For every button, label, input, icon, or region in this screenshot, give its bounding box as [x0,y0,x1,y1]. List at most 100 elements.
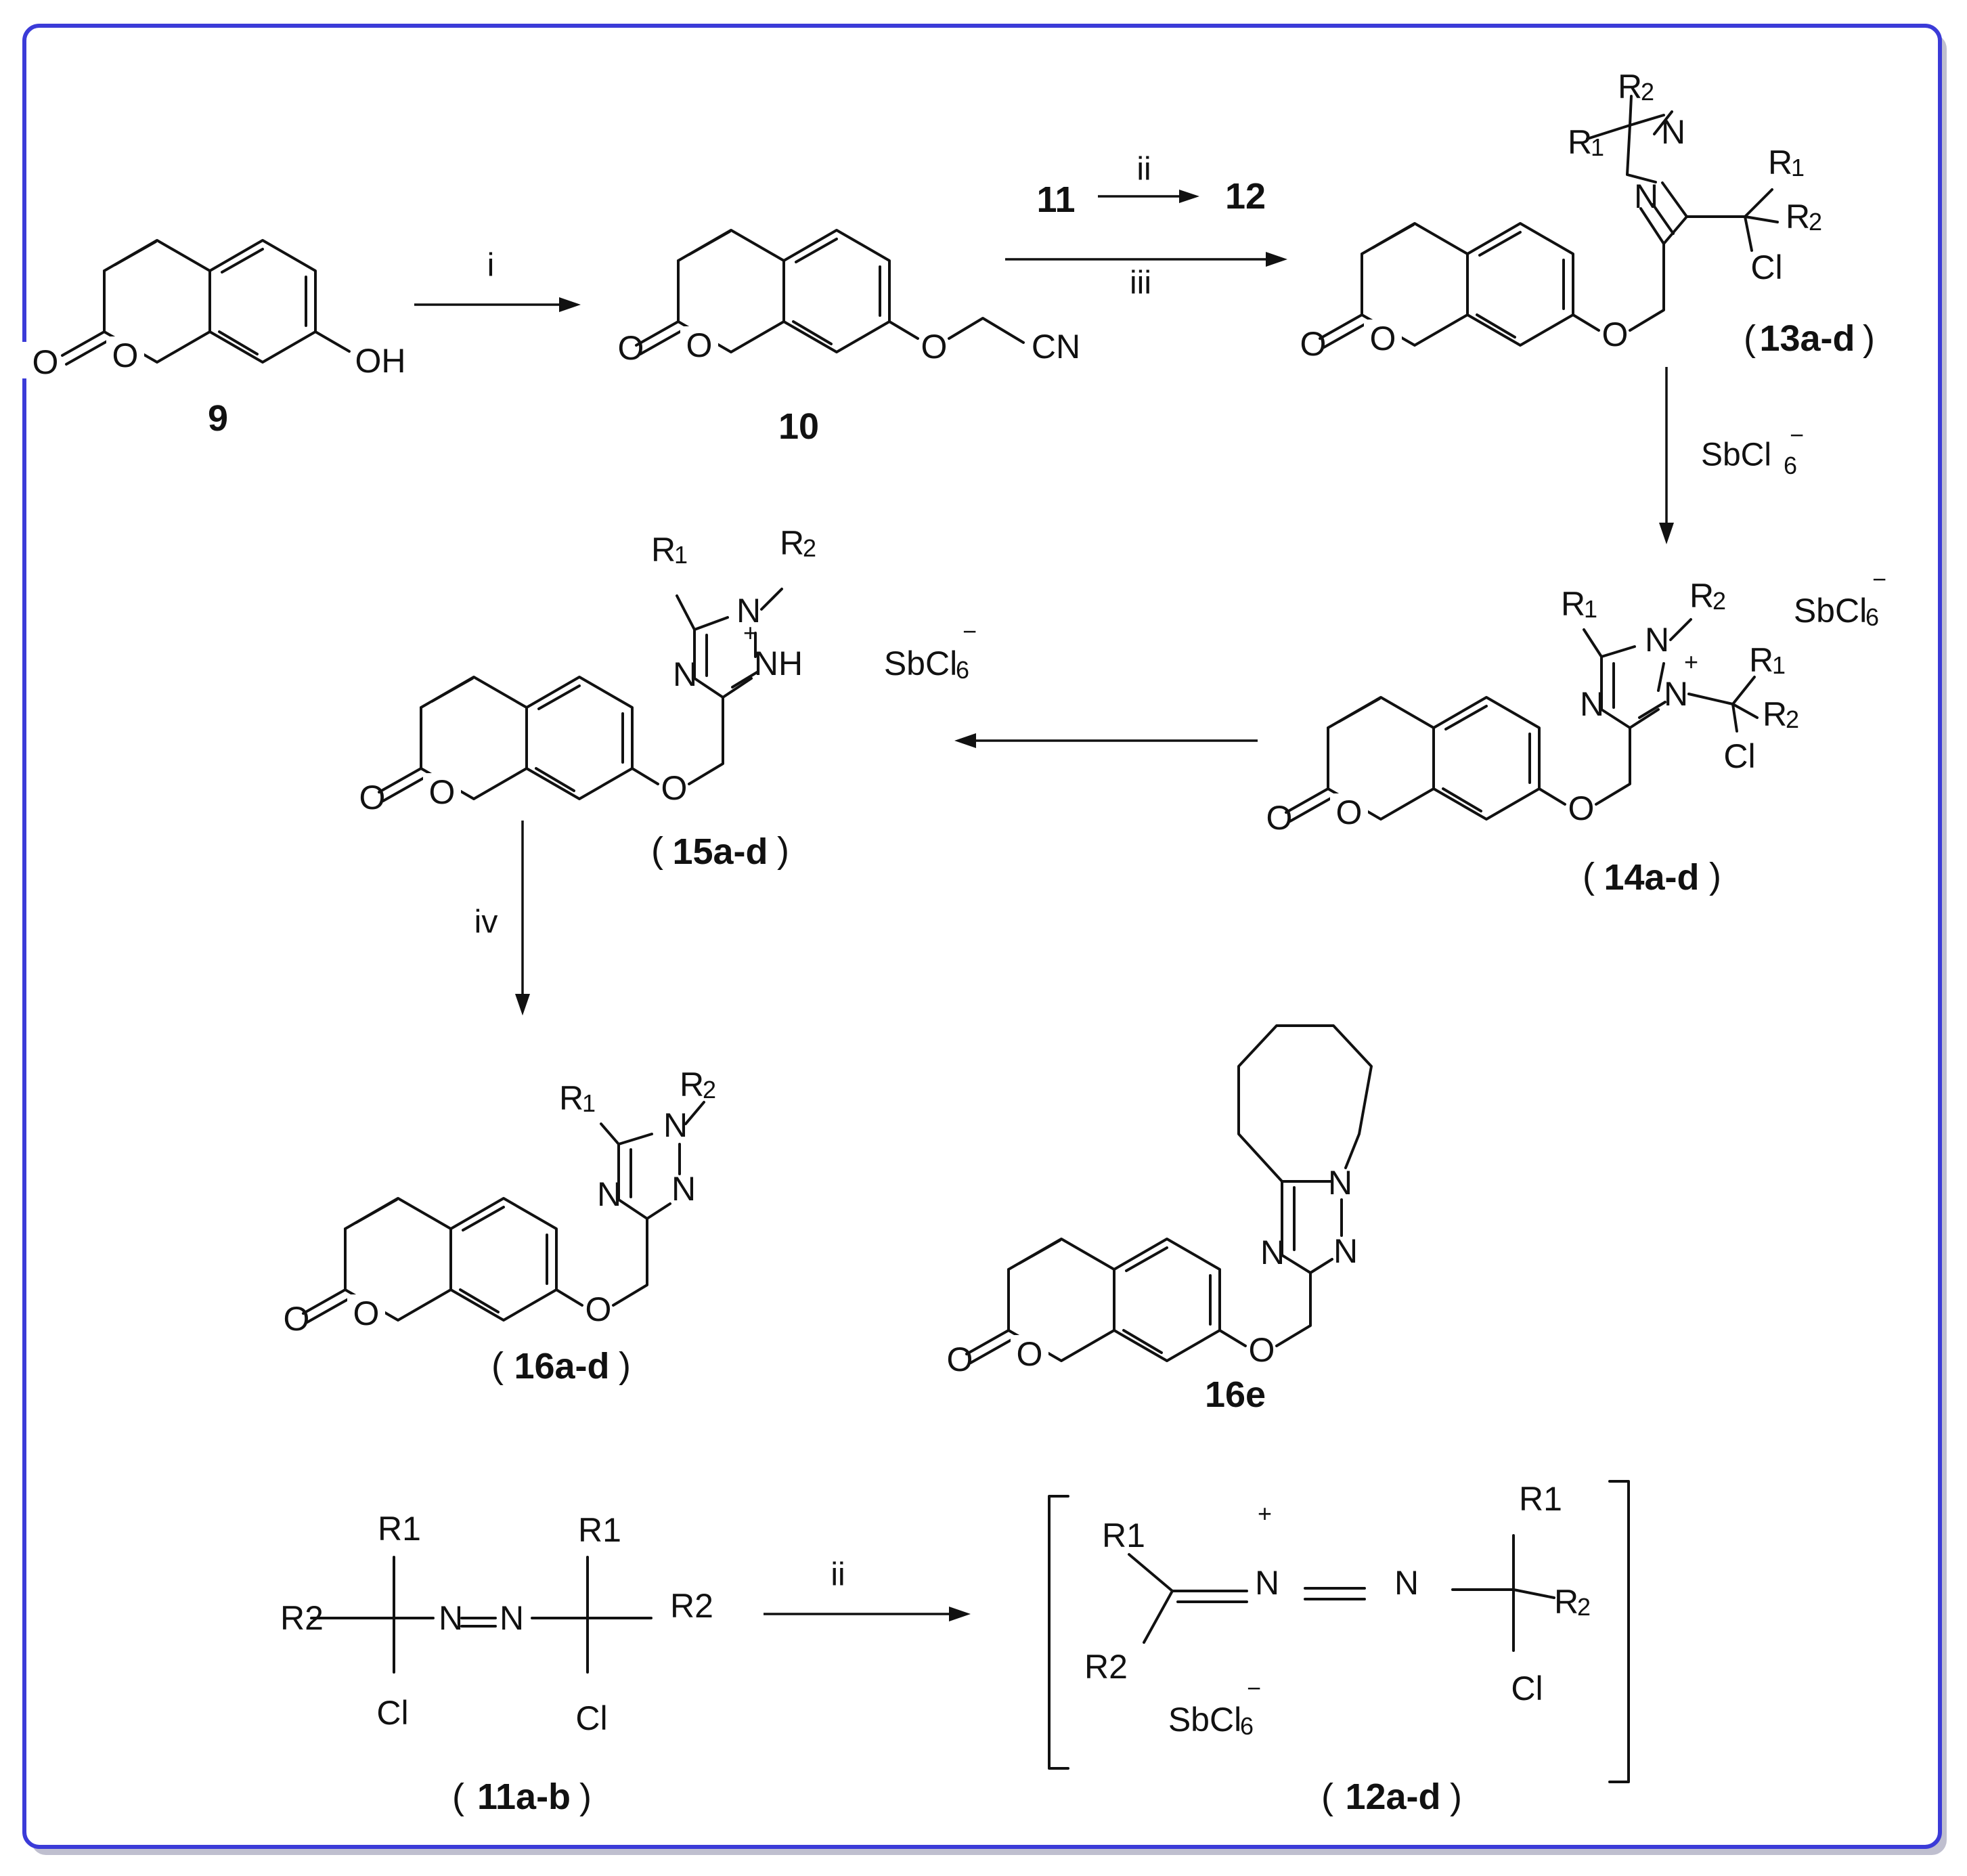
compound-14a-d: O O O N N N + R 1 R 2 SbCl 6 − R 1 R 2 C… [1266,565,1886,837]
ether-oxygen-label: O [921,328,948,366]
r1b-subscript: 1 [1772,651,1786,679]
r1-label: R [651,531,676,569]
r1-label: R [1561,585,1585,623]
counterion-charge: − [1872,565,1886,593]
counterion-sub: 6 [1865,603,1879,631]
compound-14-open: ( [1583,856,1595,896]
ether-oxygen-label: O [585,1290,612,1328]
ring-n1-label: N [1645,621,1669,659]
r2-right-label: R [1554,1583,1578,1621]
compound-16e: O O O N N N [947,1024,1373,1378]
ring-oxygen-label: O [1336,793,1363,831]
r1-subscript: 1 [582,1089,596,1117]
compound-15-open: ( [651,830,663,871]
compound-14-label: 14a-d [1604,857,1699,898]
ring-n4-label: N [1580,685,1604,723]
ring-oxygen-label: O [353,1294,380,1332]
r1b-subscript: 1 [1791,154,1805,181]
carbonyl-oxygen-label: O [1266,799,1293,837]
charge-plus: + [743,619,757,647]
compound-16-label: 16a-d [514,1346,609,1387]
ring-oxygen-label: O [112,336,139,374]
iminium-n-label: N [1255,1564,1279,1602]
r2-subscript: 2 [803,534,816,562]
ring-oxygen-label: O [686,326,713,364]
arrow-iv-head [515,994,530,1016]
cl-left-label: Cl [376,1694,408,1732]
compound-10-label: 10 [778,406,819,447]
r1-subscript: 1 [674,541,688,569]
r1-right-label: R1 [578,1511,621,1549]
scheme-frame [22,24,1942,1849]
compound-13-label: 13a-d [1759,318,1855,359]
arrow-sbcl6-head [1659,523,1674,544]
ring-n-bridge-label: N [1328,1164,1352,1202]
r2-right-label: R2 [670,1587,713,1625]
ring-n3-label: N [1634,177,1658,215]
reagent-iv: iv [474,904,498,940]
compound-16e-label: 16e [1205,1374,1266,1415]
counterion-sub: 6 [1240,1712,1254,1740]
arrow-14-to-15-head [954,733,976,748]
compound-11ab-label: 11a-b [477,1776,571,1817]
r2b-label: R [1786,198,1810,236]
r2-subscript: 2 [703,1076,716,1104]
carbonyl-oxygen-label: O [359,779,386,816]
chloro-label: Cl [1723,737,1755,775]
compound-12-ref: 12 [1225,176,1266,217]
compound-15a-d: O O O N N NH + R 1 R 2 SbCl 6 − [359,524,977,816]
carbonyl-oxygen-label: O [618,329,644,367]
arrow-ii-bottom-head [949,1607,971,1621]
counterion-label: SbCl [884,645,957,682]
compound-12ad-label: 12a-d [1345,1776,1440,1817]
reagent-ii-bottom: ii [831,1557,845,1593]
compound-10: O O O CN [618,229,1080,367]
ring-oxygen-label: O [1370,320,1396,357]
arrow-iii-head [1266,252,1287,267]
cl-label: Cl [1511,1670,1543,1707]
ring-n2-label: N [671,1170,696,1208]
counterion-charge: − [1247,1674,1261,1702]
hydroxyl-label: OH [355,342,406,380]
r1-label: R [559,1079,583,1117]
r1-left-label: R1 [378,1510,421,1548]
ether-oxygen-label: O [1249,1331,1275,1369]
reagent-sbcl6-sub: 6 [1784,452,1797,479]
compound-11a-b: R2 R1 Cl N N R1 R2 Cl [280,1510,713,1737]
counterion-label: SbCl [1168,1701,1241,1739]
ring-n1-label: N [1661,113,1685,151]
r2-label: R2 [1084,1648,1128,1686]
azo-n-label: N [1394,1564,1419,1602]
nitrile-label: CN [1032,328,1080,366]
reagent-iii: iii [1130,265,1151,301]
counterion-charge: − [963,617,977,645]
compound-11-open: ( [452,1776,464,1817]
reagent-sbcl6-charge: − [1790,421,1804,449]
ring-n4-label: N [1260,1234,1285,1271]
r2-subscript: 2 [1712,587,1726,615]
ring-n2-label: N [1333,1232,1358,1270]
r2b-label: R [1763,695,1787,733]
ether-oxygen-label: O [1602,315,1629,353]
ring-n4-label: N [673,655,697,693]
r1b-label: R [1749,641,1773,679]
azo-n2-label: N [500,1599,524,1637]
r1-subscript: 1 [1591,133,1604,161]
carbonyl-oxygen-label: O [32,343,59,381]
compound-9-label: 9 [208,398,228,439]
counterion-label: SbCl [1794,592,1867,630]
azo-n1-label: N [439,1599,463,1637]
ring-nh-label: NH [754,645,803,682]
r1-label: R1 [1102,1517,1145,1554]
carbonyl-oxygen-label: O [947,1340,973,1378]
ring-oxygen-label: O [429,773,456,811]
compound-15-close: ) [777,830,789,871]
r2b-subscript: 2 [1809,208,1822,236]
compound-14-close: ) [1709,856,1721,896]
r2-subscript: 2 [1641,78,1654,106]
ring-n1-label: N [663,1106,688,1144]
ring-n4-label: N [597,1175,621,1213]
compound-16-open: ( [491,1345,504,1386]
ether-oxygen-label: O [1568,789,1595,827]
